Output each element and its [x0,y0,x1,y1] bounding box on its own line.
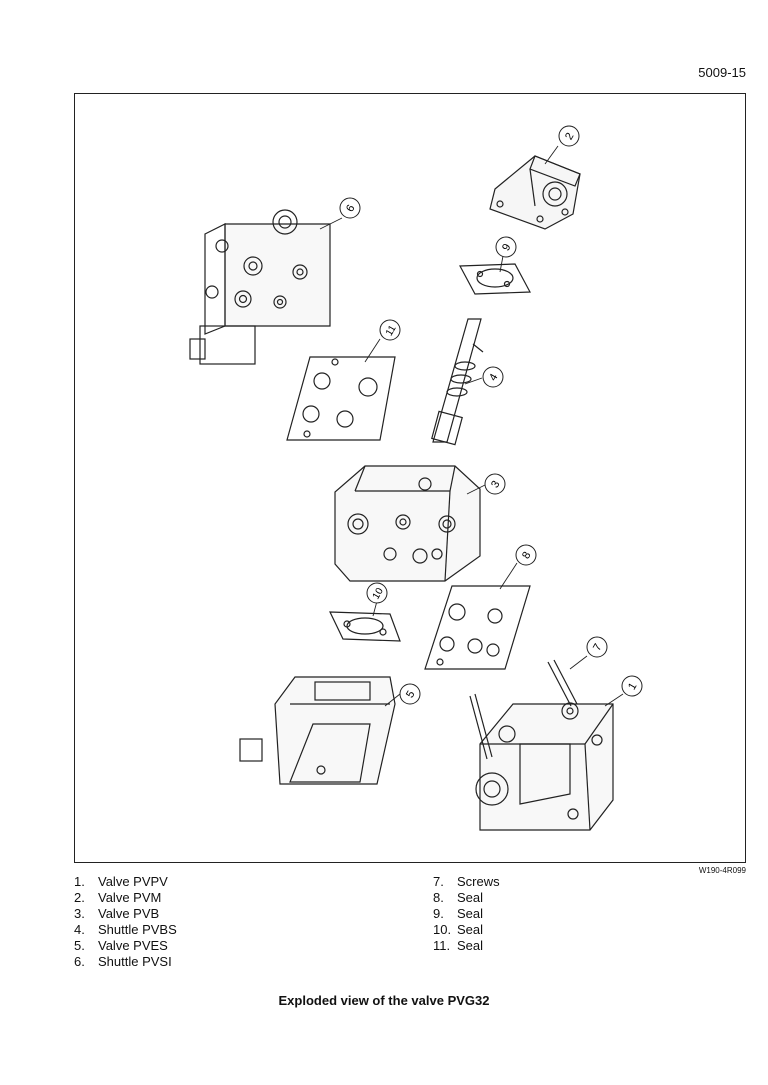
legend-label: Valve PVES [98,938,168,953]
legend-item: 3. Valve PVB [74,906,177,922]
legend-num: 5. [74,938,85,953]
legend-item: 11. Seal [433,938,500,954]
legend-num: 7. [433,874,444,889]
legend-item: 9. Seal [433,906,500,922]
callout-10: 10 [366,582,388,604]
legend-num: 6. [74,954,85,969]
legend-label: Valve PVB [98,906,160,921]
page-number: 5009-15 [698,65,746,80]
part-valve-pves [239,676,396,785]
callout-11: 11 [379,319,401,341]
part-valve-pvm [489,155,581,230]
legend-num: 10. [433,922,452,937]
callout-label: 2 [563,131,576,142]
callout-label: 9 [500,242,513,253]
legend-label: Shuttle PVBS [98,922,177,937]
legend-item: 5. Valve PVES [74,938,177,954]
legend-item: 7. Screws [433,874,500,890]
callout-label: 10 [371,586,386,602]
callout-7: 7 [586,636,608,658]
callout-6: 6 [339,197,361,219]
legend-item: 1. Valve PVPV [74,874,177,890]
legend-num: 9. [433,906,444,921]
callout-label: 8 [520,550,533,561]
callout-label: 7 [591,642,604,653]
part-seal-11 [286,356,396,441]
legend-label: Seal [457,922,484,937]
part-screws [547,659,578,707]
legend-right: 7. Screws 8. Seal 9. Seal 10. Seal 11. Seal [433,874,500,954]
legend-num: 8. [433,890,444,905]
legend-num: 2. [74,890,85,905]
callout-label: 5 [404,689,417,700]
part-shuttle-pvbs [431,318,484,446]
callout-1: 1 [621,675,643,697]
legend-label: Valve PVM [98,890,162,905]
legend-item: 10. Seal [433,922,500,938]
callout-8: 8 [515,544,537,566]
exploded-view-drawing: 1 2 3 4 5 6 7 8 9 10 11 [189,125,643,831]
part-seal-10 [329,611,401,642]
legend-label: Seal [457,938,484,953]
legend-num: 3. [74,906,85,921]
figure-caption: Exploded view of the valve PVG32 [278,993,490,1008]
callout-4: 4 [482,366,504,388]
part-valve-pvb [334,465,481,582]
legend-item: 6. Shuttle PVSI [74,954,177,970]
legend-label: Shuttle PVSI [98,954,172,969]
callout-3: 3 [484,473,506,495]
legend-label: Seal [457,890,484,905]
callout-label: 4 [487,372,500,383]
part-seal-8 [424,585,531,670]
legend-item: 4. Shuttle PVBS [74,922,177,938]
callout-5: 5 [399,683,421,705]
legend-item: 2. Valve PVM [74,890,177,906]
legend-label: Seal [457,906,484,921]
figure-reference: W190-4R099 [698,866,746,875]
callout-2: 2 [558,125,580,147]
exploded-view-figure: 1 2 3 4 5 6 7 8 9 10 11 [74,93,746,863]
part-valve-pvpv [469,693,614,831]
callout-label: 3 [489,479,502,490]
legend-num: 4. [74,922,85,937]
callout-label: 6 [344,203,357,214]
legend-num: 1. [74,874,85,889]
legend-left: 1. Valve PVPV 2. Valve PVM 3. Valve PVB 4. S… [74,874,177,970]
legend-label: Screws [457,874,500,889]
legend-label: Valve PVPV [98,874,168,889]
part-shuttle-pvsi [189,209,331,365]
callout-9: 9 [495,236,517,258]
legend-item: 8. Seal [433,890,500,906]
legend-num: 11. [433,938,451,953]
part-seal-9 [459,263,531,295]
callout-label: 1 [626,681,639,692]
